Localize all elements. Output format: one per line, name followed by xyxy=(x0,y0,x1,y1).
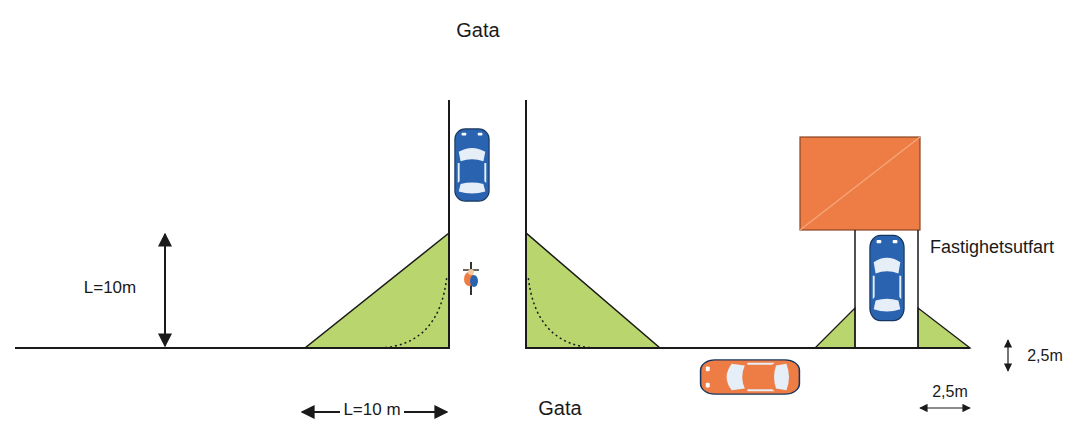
dimension-arrow xyxy=(1007,340,1008,371)
house xyxy=(800,137,920,230)
driveway-edge xyxy=(855,230,918,348)
car xyxy=(701,360,800,394)
curb-arc xyxy=(380,275,447,348)
car xyxy=(455,129,489,201)
street-name: Gata xyxy=(456,19,499,41)
dimension-arrow xyxy=(164,234,166,346)
dimension-label: L=10 m xyxy=(340,401,403,420)
dimension-label: 2,5m xyxy=(1027,347,1063,365)
dimension-label: 2,5m xyxy=(932,383,968,401)
curb-arc xyxy=(528,275,595,348)
sight-triangle xyxy=(305,233,449,348)
sight-triangle xyxy=(918,308,970,348)
sight-triangle xyxy=(815,308,855,348)
dimension-arrow xyxy=(920,407,970,408)
cyclist xyxy=(463,262,479,295)
road-edge xyxy=(15,100,970,348)
sight-triangle xyxy=(526,233,660,348)
driveway-label: Fastighetsutfart xyxy=(930,238,1054,258)
roof-ridge xyxy=(800,137,920,230)
car xyxy=(870,235,904,320)
dimension-label: L=10m xyxy=(84,279,136,298)
street-name: Gata xyxy=(538,397,581,419)
